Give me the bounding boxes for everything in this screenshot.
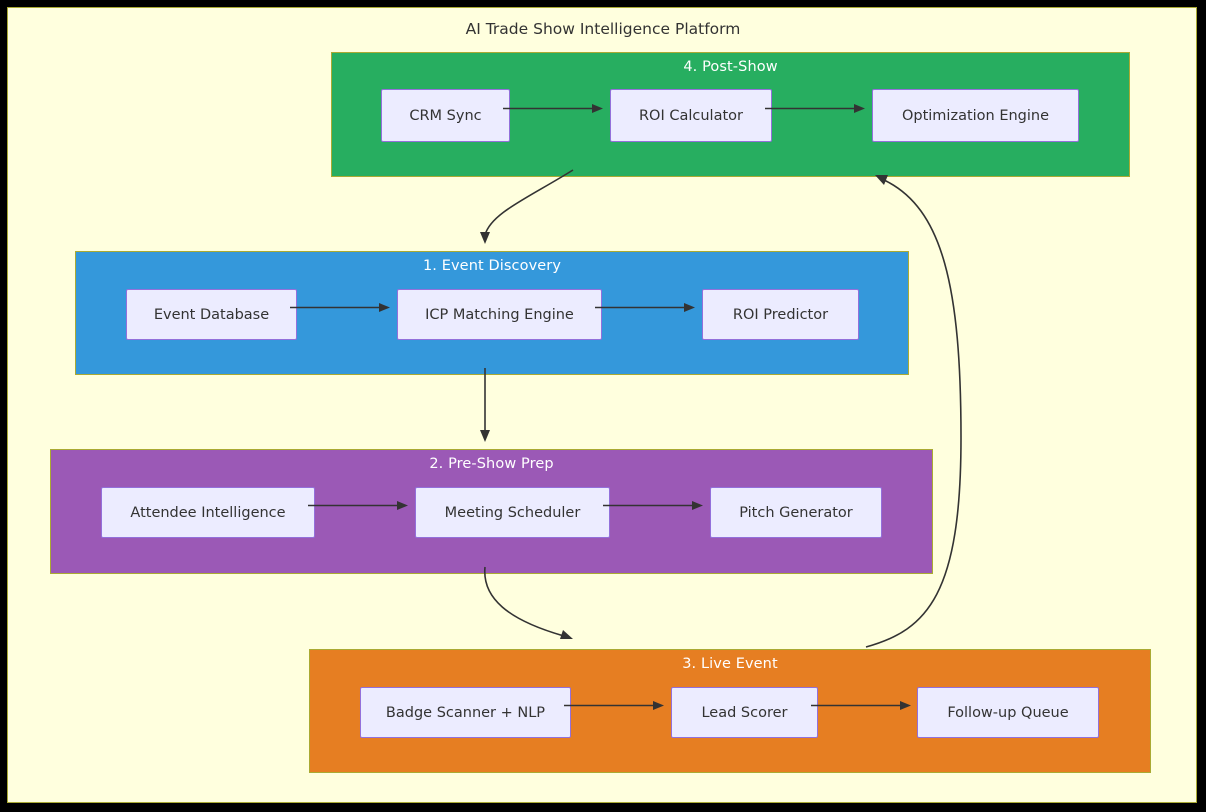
node-attendee-intelligence[interactable]: Attendee Intelligence	[101, 487, 315, 538]
cluster-event-discovery-label: 1. Event Discovery	[422, 258, 562, 274]
edge-event-discovery-to-pre-show-prep	[480, 368, 490, 442]
cluster-pre-show-prep-label: 2. Pre-Show Prep	[429, 456, 554, 472]
node-event-database[interactable]: Event Database	[126, 289, 297, 340]
node-crm-sync[interactable]: CRM Sync	[381, 89, 510, 142]
node-icp-matching-engine[interactable]: ICP Matching Engine	[397, 289, 602, 340]
node-optimization-engine[interactable]: Optimization Engine	[872, 89, 1079, 142]
edge-pre-show-prep-to-live-event	[484, 566, 573, 639]
node-roi-calculator[interactable]: ROI Calculator	[610, 89, 772, 142]
node-lead-scorer[interactable]: Lead Scorer	[671, 687, 818, 738]
edge-live-event-to-post-show	[865, 175, 962, 648]
diagram-canvas: AI Trade Show Intelligence Platform 4. P…	[7, 7, 1197, 803]
cluster-live-event-label: 3. Live Event	[682, 656, 778, 672]
node-roi-predictor[interactable]: ROI Predictor	[702, 289, 859, 340]
diagram-title: AI Trade Show Intelligence Platform	[465, 20, 741, 38]
node-badge-scanner-nlp[interactable]: Badge Scanner + NLP	[360, 687, 571, 738]
node-meeting-scheduler[interactable]: Meeting Scheduler	[415, 487, 610, 538]
node-pitch-generator[interactable]: Pitch Generator	[710, 487, 882, 538]
node-followup-queue[interactable]: Follow-up Queue	[917, 687, 1099, 738]
cluster-post-show-label: 4. Post-Show	[683, 59, 778, 75]
edge-post-show-to-event-discovery	[480, 169, 574, 244]
